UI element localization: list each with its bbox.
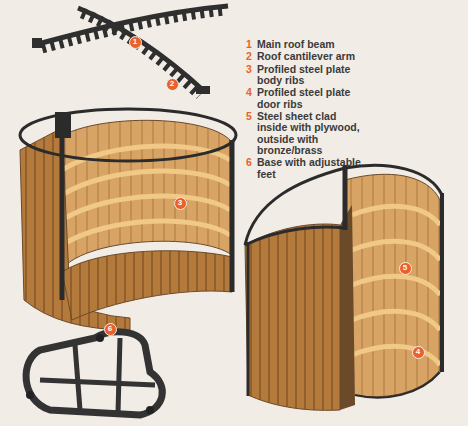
key-number: 2 bbox=[246, 51, 257, 62]
part-name: Profiled steel plate body ribs bbox=[257, 64, 369, 87]
callout-circle: 5 bbox=[399, 262, 412, 275]
callout-circle: 4 bbox=[412, 346, 425, 359]
assembled-pavilion bbox=[245, 165, 442, 410]
part-name: Base with adjustable feet bbox=[257, 157, 369, 180]
key-number: 5 bbox=[246, 111, 257, 156]
part-name: Roof cantilever arm bbox=[257, 51, 369, 62]
body-shell bbox=[20, 109, 236, 330]
key-number: 6 bbox=[246, 157, 257, 180]
callout-number: 4 bbox=[416, 348, 420, 356]
callout-circle: 1 bbox=[129, 36, 142, 49]
callout-number: 2 bbox=[170, 80, 174, 88]
callout-number: 6 bbox=[108, 325, 112, 333]
callout-number: 5 bbox=[403, 264, 407, 272]
callout-number: 1 bbox=[133, 38, 137, 46]
callout-number: 3 bbox=[178, 199, 182, 207]
callout-circle: 6 bbox=[104, 323, 117, 336]
base-frame bbox=[26, 332, 162, 415]
part-name: Profiled steel plate door ribs bbox=[257, 87, 369, 110]
part-name: Steel sheet clad inside with plywood, ou… bbox=[257, 111, 369, 156]
key-number: 4 bbox=[246, 87, 257, 110]
key-number: 1 bbox=[246, 39, 257, 50]
part-name: Main roof beam bbox=[257, 39, 369, 50]
roof-beams bbox=[32, 6, 228, 95]
callout-circle: 3 bbox=[174, 197, 187, 210]
key-number: 3 bbox=[246, 64, 257, 87]
callout-circle: 2 bbox=[166, 78, 179, 91]
parts-key: 1Main roof beam2Roof cantilever arm3Prof… bbox=[246, 39, 370, 180]
